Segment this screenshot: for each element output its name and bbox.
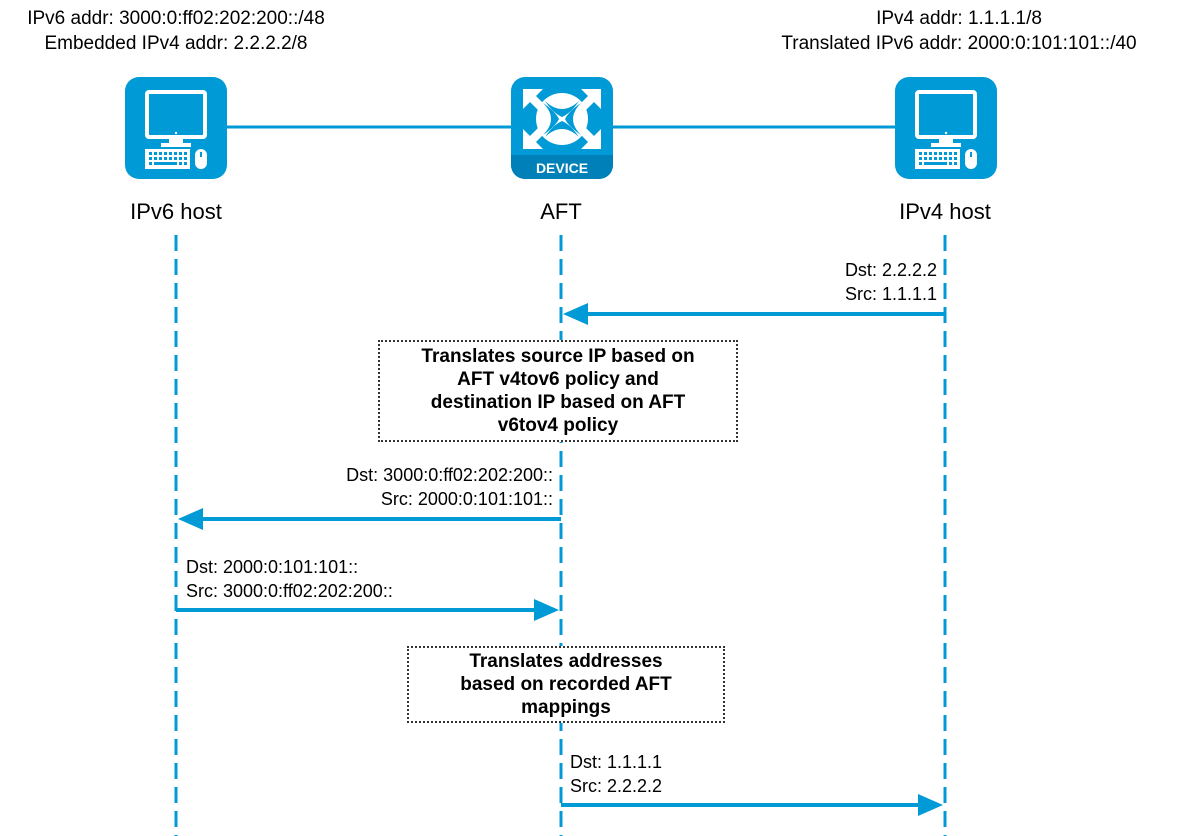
note-1-line-2: AFT v4tov6 policy and bbox=[457, 369, 659, 390]
computer-icon bbox=[145, 90, 207, 169]
message-2-label: Dst: 3000:0:ff02:202:200:: Src: 2000:0:1… bbox=[200, 463, 553, 511]
message-1-src: Src: 1.1.1.1 bbox=[844, 284, 937, 304]
message-1-dst: Dst: 2.2.2.2 bbox=[844, 260, 937, 280]
note-1-line-4: v6tov4 policy bbox=[497, 415, 619, 436]
message-2-dst: Dst: 3000:0:ff02:202:200:: bbox=[346, 465, 553, 485]
message-2-arrowhead bbox=[178, 508, 203, 530]
message-3-src: Src: 3000:0:ff02:202:200:: bbox=[186, 581, 393, 601]
device-icon: DEVICE bbox=[511, 89, 613, 179]
device-badge: DEVICE bbox=[536, 160, 588, 176]
ipv6-host-label: IPv6 host bbox=[130, 199, 222, 224]
message-1-label: Dst: 2.2.2.2 Src: 1.1.1.1 bbox=[700, 258, 937, 306]
note-1-line-1: Translates source IP based on bbox=[421, 346, 695, 367]
note-2-line-1: Translates addresses bbox=[469, 651, 663, 672]
note-2-line-3: mappings bbox=[521, 697, 611, 718]
ipv4-host-label: IPv4 host bbox=[899, 199, 991, 224]
ipv6-host-ipv6-addr: IPv6 addr: 3000:0:ff02:202:200::/48 bbox=[27, 8, 325, 29]
message-3-label: Dst: 2000:0:101:101:: Src: 3000:0:ff02:2… bbox=[186, 555, 546, 603]
ipv4-host-ipv4-addr: IPv4 addr: 1.1.1.1/8 bbox=[876, 8, 1042, 29]
aft-label: AFT bbox=[540, 199, 582, 224]
ipv4-host-address-block: IPv4 addr: 1.1.1.1/8 Translated IPv6 add… bbox=[730, 6, 1188, 56]
aft-device-node[interactable]: DEVICE bbox=[511, 77, 613, 179]
message-4-arrowhead bbox=[918, 794, 943, 816]
message-3-dst: Dst: 2000:0:101:101:: bbox=[186, 557, 359, 577]
message-4-dst: Dst: 1.1.1.1 bbox=[570, 752, 663, 772]
note-2-line-2: based on recorded AFT bbox=[460, 674, 672, 695]
message-3-arrowhead bbox=[534, 599, 559, 621]
ipv6-host-embedded-ipv4-addr: Embedded IPv4 addr: 2.2.2.2/8 bbox=[44, 33, 308, 54]
message-1-arrowhead bbox=[563, 303, 588, 325]
note-recorded-mapping-translation: Translates addresses based on recorded A… bbox=[407, 646, 725, 723]
message-4-label: Dst: 1.1.1.1 Src: 2.2.2.2 bbox=[570, 750, 870, 798]
message-2-src: Src: 2000:0:101:101:: bbox=[380, 489, 553, 509]
ipv6-host-node[interactable] bbox=[125, 77, 227, 179]
note-1-line-3: destination IP based on AFT bbox=[430, 392, 686, 413]
ipv4-host-translated-ipv6-addr: Translated IPv6 addr: 2000:0:101:101::/4… bbox=[781, 33, 1137, 54]
note-v4tov6-translation: Translates source IP based on AFT v4tov6… bbox=[378, 340, 738, 442]
ipv4-host-node[interactable] bbox=[895, 77, 997, 179]
ipv6-host-address-block: IPv6 addr: 3000:0:ff02:202:200::/48 Embe… bbox=[0, 6, 352, 56]
message-4-src: Src: 2.2.2.2 bbox=[570, 776, 663, 796]
computer-icon bbox=[915, 90, 977, 169]
